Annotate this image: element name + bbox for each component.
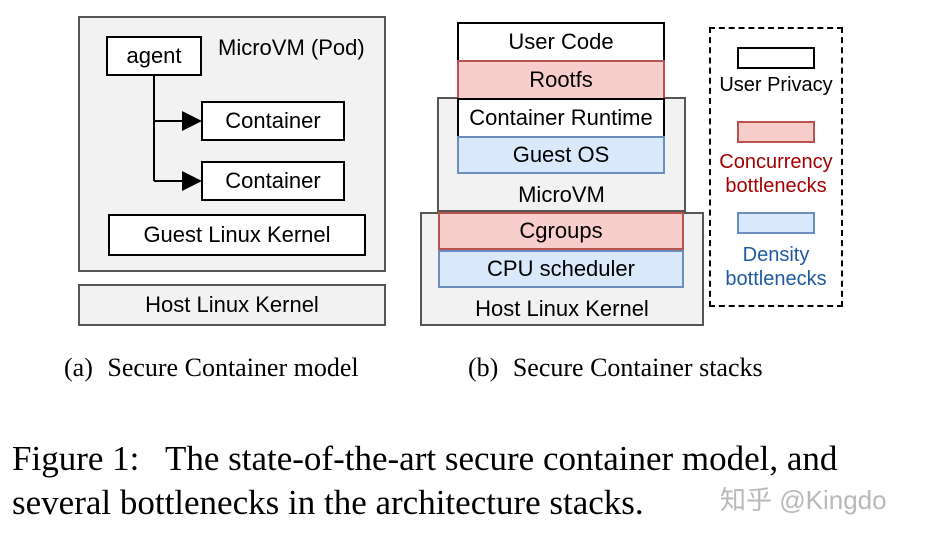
legend-swatch-concurrency xyxy=(737,121,815,143)
host-linux-kernel-label-b: Host Linux Kernel xyxy=(475,296,649,321)
legend-frame xyxy=(709,27,843,307)
figure-caption-line2: several bottlenecks in the architecture … xyxy=(12,483,644,522)
figure-caption-line1: Figure 1: The state-of-the-art secure co… xyxy=(12,439,838,478)
cgroups-box: Cgroups xyxy=(438,212,684,250)
legend-swatch-user-privacy xyxy=(737,47,815,69)
legend-swatch-density xyxy=(737,212,815,234)
container-runtime-box: Container Runtime xyxy=(457,98,665,138)
legend-label-concurrency-line2: bottlenecks xyxy=(725,175,827,197)
caption-b-tag: (b) xyxy=(468,353,499,382)
legend-label-density-line1: Density xyxy=(742,244,810,266)
container-box-1: Container xyxy=(201,101,345,141)
caption-b: (b) Secure Container stacks xyxy=(468,353,763,383)
agent-box: agent xyxy=(106,36,202,76)
microvm-label: MicroVM xyxy=(518,182,605,207)
legend-label-density: Density bottlenecks xyxy=(709,243,843,291)
legend-label-density-line2: bottlenecks xyxy=(725,268,827,290)
caption-a: (a) Secure Container model xyxy=(64,353,359,383)
cpu-scheduler-box: CPU scheduler xyxy=(438,250,684,288)
caption-a-tag: (a) xyxy=(64,353,93,382)
guest-linux-kernel-box: Guest Linux Kernel xyxy=(108,214,366,256)
legend-label-user-privacy: User Privacy xyxy=(719,74,833,96)
microvm-pod-label: MicroVM (Pod) xyxy=(218,35,365,60)
caption-a-text: Secure Container model xyxy=(107,353,359,382)
rootfs-box: Rootfs xyxy=(457,60,665,100)
guest-os-box: Guest OS xyxy=(457,136,665,174)
legend-label-concurrency-line1: Concurrency xyxy=(719,151,833,173)
legend-label-concurrency: Concurrency bottlenecks xyxy=(709,150,843,198)
figure-caption: Figure 1: The state-of-the-art secure co… xyxy=(12,437,922,525)
watermark: 知乎 @Kingdo xyxy=(720,485,887,515)
host-linux-kernel-box-a: Host Linux Kernel xyxy=(78,284,386,326)
caption-b-text: Secure Container stacks xyxy=(512,353,763,382)
user-code-box: User Code xyxy=(457,22,665,62)
container-box-2: Container xyxy=(201,161,345,201)
